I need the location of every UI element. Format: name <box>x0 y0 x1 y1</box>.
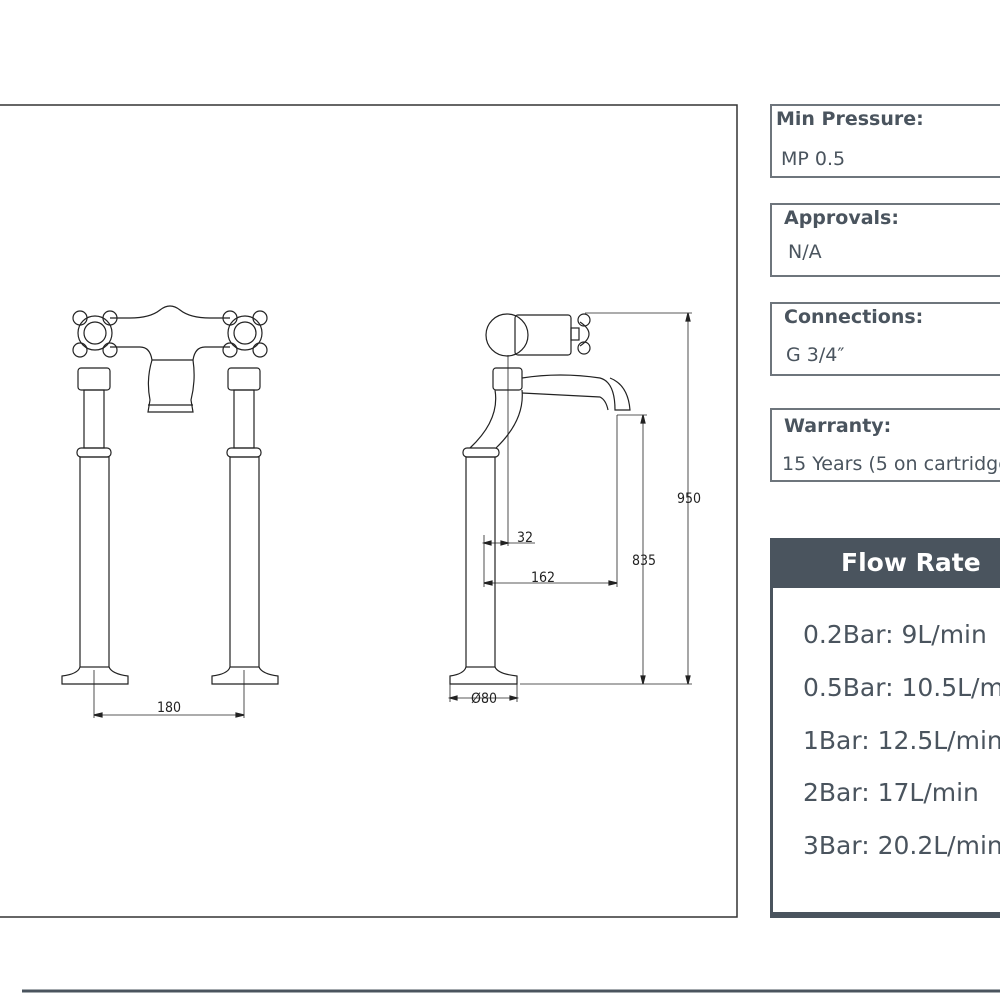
body-bottom <box>110 346 230 361</box>
flow-rate-title: Flow Rate <box>773 538 1000 588</box>
spout-front <box>147 359 195 413</box>
dim-base-diameter: Ø80 <box>471 691 497 707</box>
handle-right <box>222 310 268 358</box>
dim-centres: 180 <box>157 700 181 716</box>
spout-side <box>521 374 631 411</box>
spec-label: Warranty: <box>784 415 892 437</box>
spec-approvals: Approvals: N/A <box>770 203 1000 277</box>
flow-rate-row: 3Bar: 20.2L/min <box>803 831 1000 860</box>
body-top <box>110 305 230 319</box>
front-view <box>61 305 279 718</box>
spec-label: Min Pressure: <box>776 108 924 130</box>
flow-rate-row: 2Bar: 17L/min <box>803 778 979 807</box>
dim-total-height: 950 <box>677 491 701 507</box>
dim-projection: 162 <box>531 570 555 586</box>
dim-spout-height: 835 <box>632 553 656 569</box>
dimension-lines <box>449 312 692 702</box>
spec-label: Connections: <box>784 306 924 328</box>
spec-warranty: Warranty: 15 Years (5 on cartridge) <box>770 408 1000 482</box>
spec-min-pressure: Min Pressure: MP 0.5 <box>770 104 1000 178</box>
spec-label: Approvals: <box>784 207 899 229</box>
spec-value: MP 0.5 <box>781 148 846 170</box>
side-view <box>447 312 692 702</box>
flow-rate-row: 0.5Bar: 10.5L/min <box>803 673 1000 702</box>
drawing-frame <box>0 104 738 918</box>
flow-rate-row: 0.2Bar: 9L/min <box>803 620 987 649</box>
spec-value: G 3/4″ <box>786 344 845 366</box>
flow-rate-panel: Flow Rate 0.2Bar: 9L/min 0.5Bar: 10.5L/m… <box>770 538 1000 918</box>
spec-value: N/A <box>788 241 822 263</box>
flow-rate-row: 1Bar: 12.5L/min <box>803 726 1000 755</box>
spec-value: 15 Years (5 on cartridge) <box>782 453 1000 475</box>
neck <box>469 389 523 449</box>
dim-offset: 32 <box>517 530 533 546</box>
handle-left <box>72 310 118 358</box>
spec-connections: Connections: G 3/4″ <box>770 302 1000 376</box>
